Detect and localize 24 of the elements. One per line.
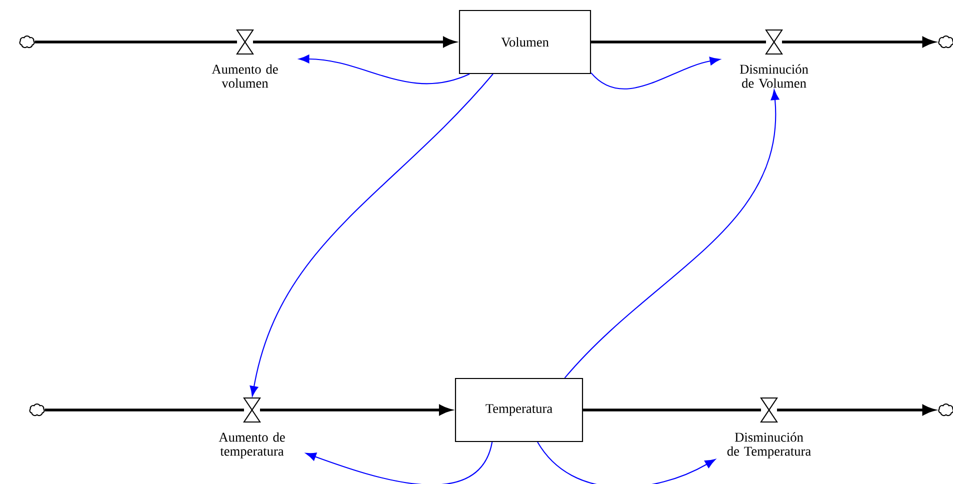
link-arrow (590, 56, 720, 90)
link-arrow (298, 54, 470, 84)
node-label: Aumento de volumen (212, 64, 278, 88)
node-label: Aumento de temperatura (218, 432, 285, 458)
stock-box: Volumen (458, 10, 592, 74)
link-arrow (306, 442, 493, 484)
cloud-symbol (938, 35, 953, 48)
flow-valve: Aumento de volumen (212, 29, 278, 88)
flow-pipe (583, 408, 761, 412)
flow-pipe (34, 40, 237, 44)
link-arrow (250, 74, 494, 396)
flow-valve: Disminución de Temperatura (727, 397, 811, 458)
link-arrow (537, 442, 716, 484)
node-label: Disminución de Volumen (740, 64, 808, 88)
flow-pipe (44, 408, 244, 412)
link-arrow (564, 90, 780, 378)
stock-box: Temperatura (454, 378, 584, 442)
flow-valve: Disminución de Volumen (740, 29, 808, 88)
cloud-symbol (29, 403, 45, 416)
node-label: Disminución de Temperatura (727, 432, 811, 458)
flow-pipe (591, 40, 766, 44)
cloud-symbol (19, 35, 35, 48)
cloud-symbol (938, 403, 953, 416)
flow-valve: Aumento de temperatura (218, 397, 285, 458)
